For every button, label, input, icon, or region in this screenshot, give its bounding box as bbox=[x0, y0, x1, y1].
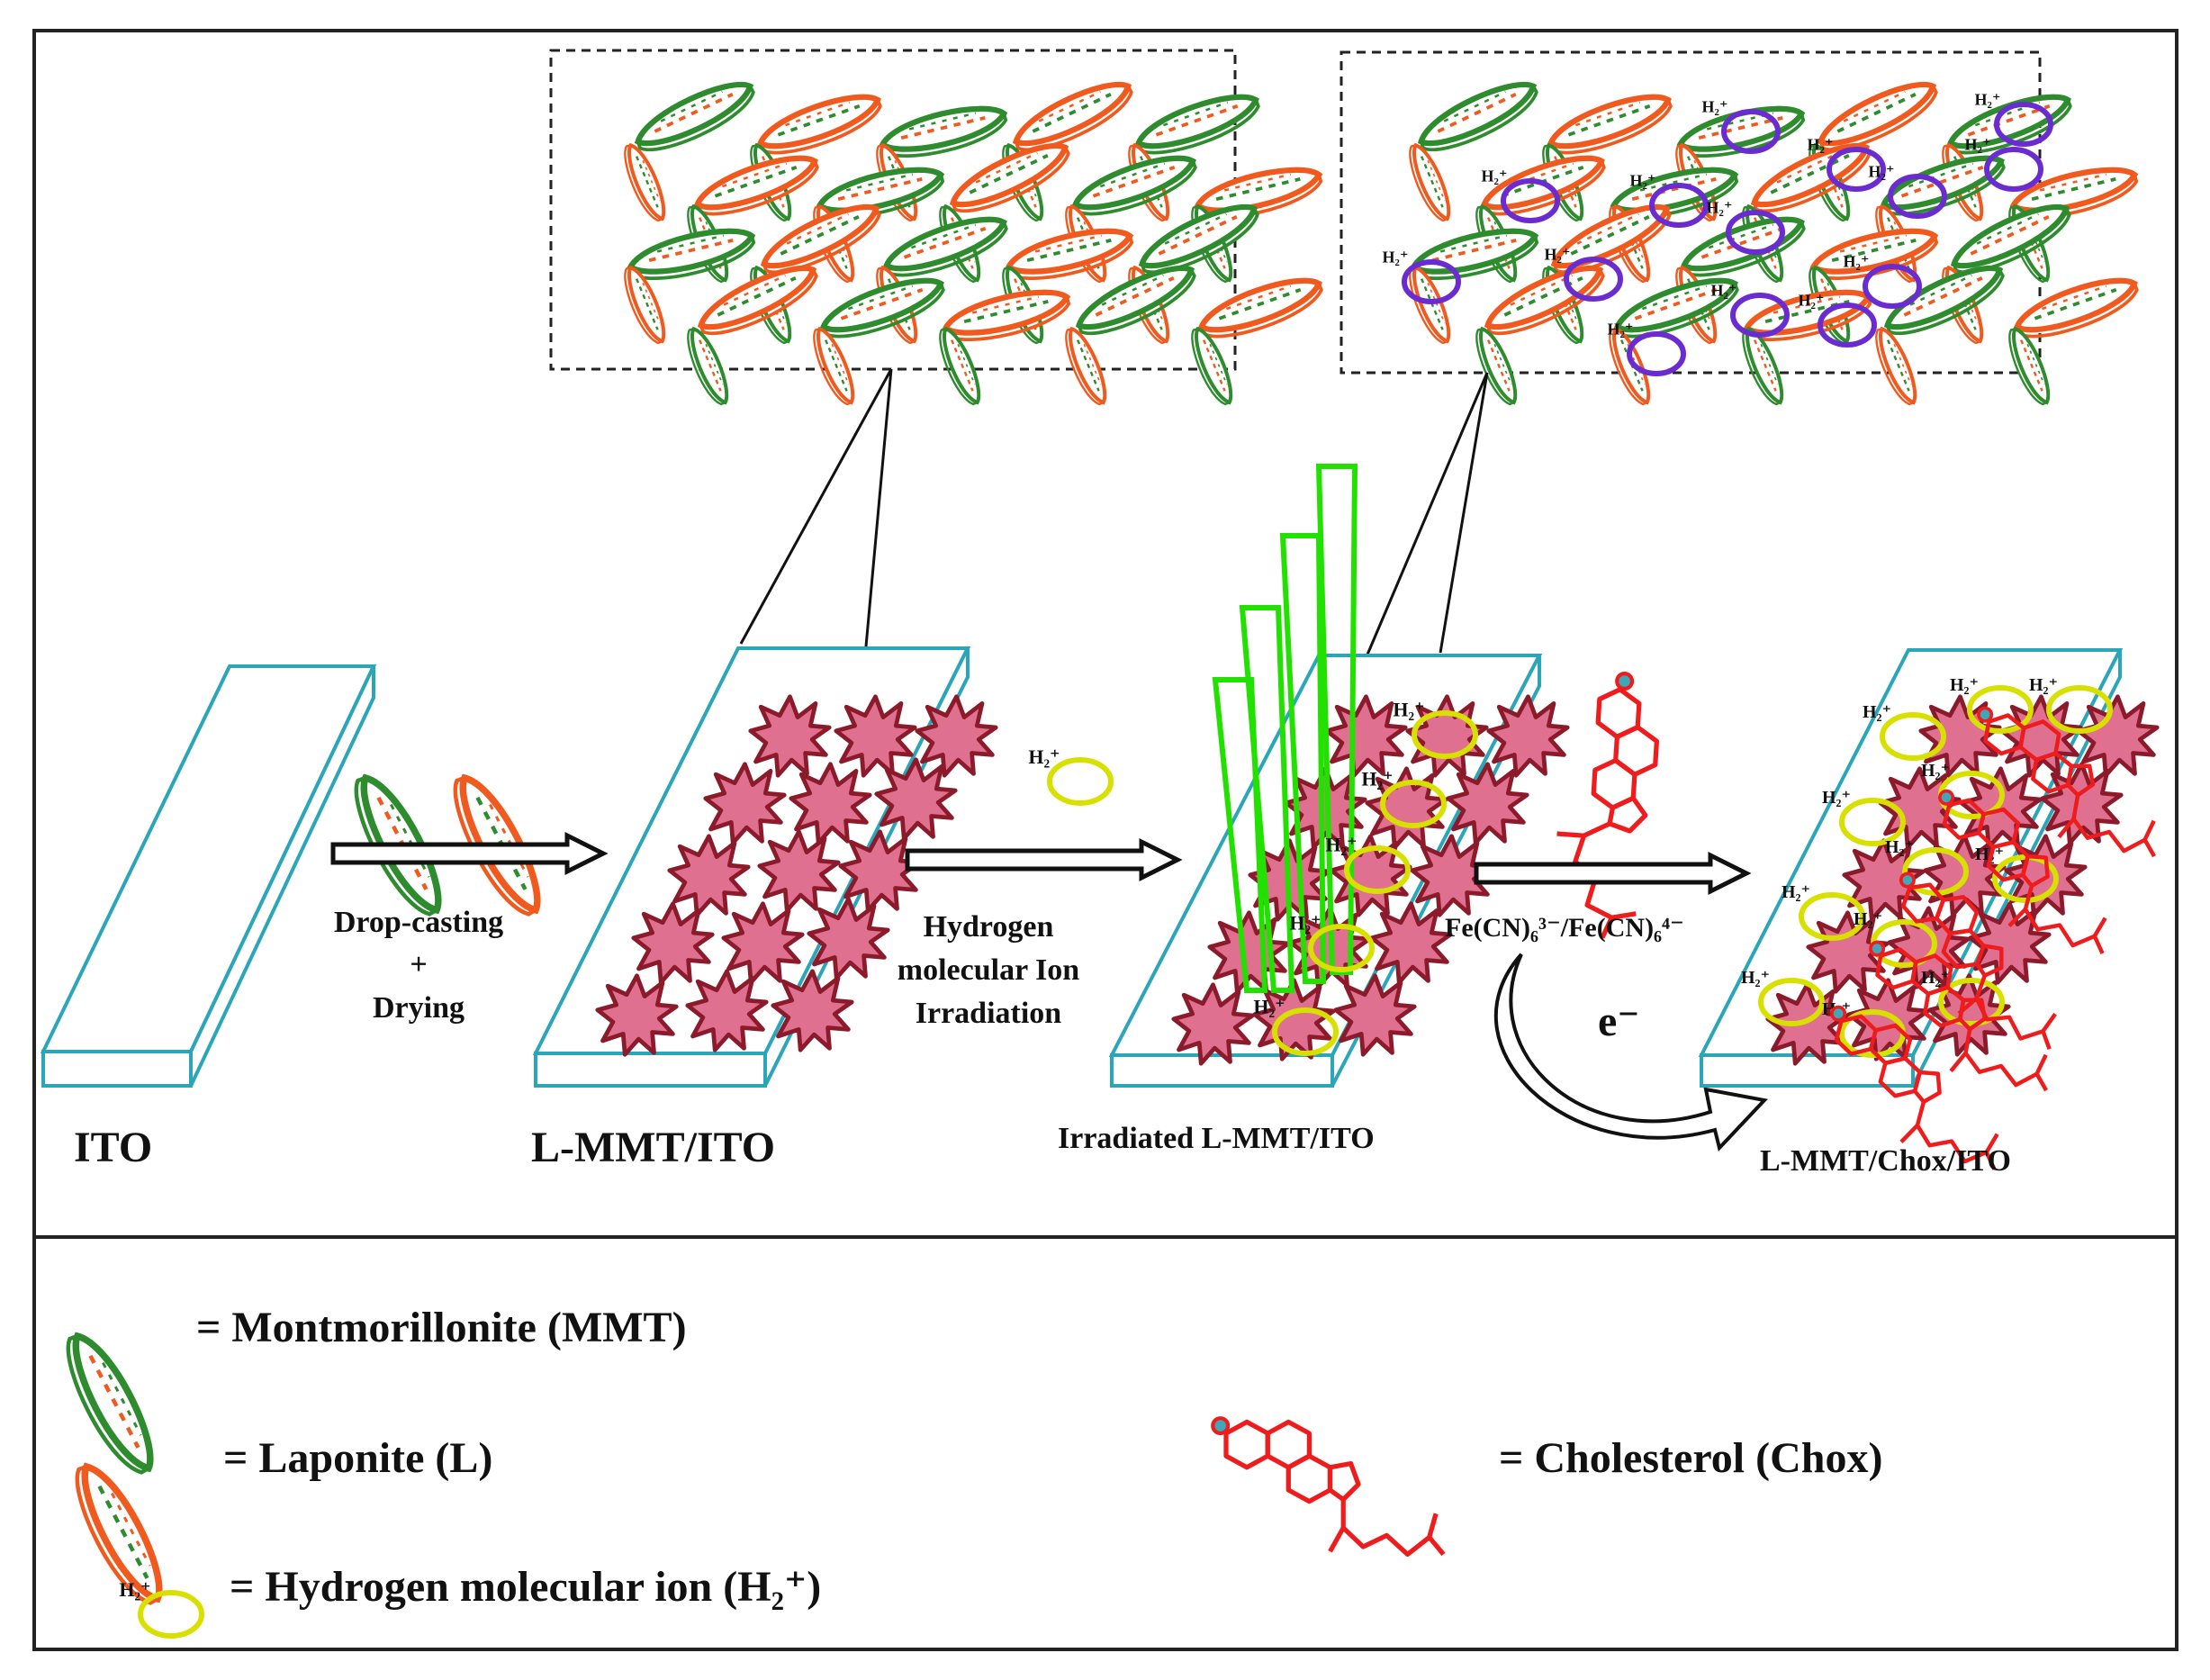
legend-mmt: = Montmorillonite (MMT) bbox=[196, 1304, 687, 1351]
mmt-disc-icon bbox=[1474, 325, 1520, 409]
mmt-legend-icon bbox=[61, 1325, 158, 1483]
ion-label: H₂⁺ bbox=[1921, 761, 1950, 781]
step-label-ito: ITO bbox=[74, 1124, 152, 1171]
lmmt-ito-electrode bbox=[532, 646, 996, 1088]
legend-hydrogen-ion: = Hydrogen molecular ion (H₂⁺) bbox=[230, 1563, 821, 1611]
legend-panel-frame bbox=[32, 1235, 2178, 1651]
star-grain-icon bbox=[2079, 697, 2157, 775]
step-label-lmmt-ito: L-MMT/ITO bbox=[531, 1124, 775, 1171]
star-grain-icon bbox=[917, 697, 996, 775]
laponite-disc-icon bbox=[622, 141, 668, 225]
ion-label: H₂⁺ bbox=[1707, 198, 1733, 216]
ion-label: H₂⁺ bbox=[1863, 702, 1891, 722]
ion-label: H₂⁺ bbox=[1630, 171, 1656, 189]
ion-label: H₂⁺ bbox=[1844, 252, 1870, 270]
cholesterol-molecule-icon bbox=[1505, 671, 1726, 937]
ion-label: H₂⁺ bbox=[1965, 135, 1991, 153]
ion-label: H₂⁺ bbox=[1545, 245, 1571, 263]
ion-label: H₂⁺ bbox=[1253, 996, 1285, 1018]
curved-arrow-icon bbox=[1493, 953, 1768, 1152]
ion-label: H₂⁺ bbox=[1854, 909, 1882, 929]
ion-legend-icon: H₂⁺ bbox=[119, 1578, 202, 1636]
mmt-disc-icon bbox=[937, 325, 983, 409]
ion-label: H₂⁺ bbox=[1782, 882, 1810, 902]
loose-ion: H₂⁺ bbox=[1028, 745, 1111, 803]
ion-beam bbox=[1212, 464, 1358, 993]
ion-label: H₂⁺ bbox=[2029, 675, 2058, 695]
cholesterol-legend-icon bbox=[1213, 1418, 1443, 1554]
beam-ray bbox=[1239, 605, 1295, 993]
mmt-disc-icon bbox=[628, 228, 757, 281]
arrow-label-drying: Drying bbox=[373, 991, 465, 1025]
ion-label: H₂⁺ bbox=[1975, 90, 2001, 108]
arrow-label-hydrogen-1: Hydrogen bbox=[924, 910, 1054, 944]
ion-label: H₂⁺ bbox=[1289, 912, 1321, 935]
ito-substrate bbox=[40, 664, 377, 1088]
laponite-disc-icon bbox=[622, 264, 668, 348]
laponite-disc-icon bbox=[1006, 228, 1135, 281]
mmt-disc-icon bbox=[1413, 78, 1545, 156]
beam-ray bbox=[1212, 677, 1268, 993]
mmt-disc-icon bbox=[1412, 228, 1540, 281]
arrow-icon bbox=[907, 842, 1177, 878]
irradiated-electrode: H₂⁺ H₂⁺ H₂⁺ H₂⁺ H₂⁺ bbox=[1108, 464, 1567, 1088]
arrow-label-hydrogen-2: molecular Ion bbox=[898, 953, 1080, 987]
ion-label: H₂⁺ bbox=[1950, 675, 1979, 695]
ion-label: H₂⁺ bbox=[1711, 281, 1737, 299]
laponite-disc-icon bbox=[1407, 141, 1453, 225]
legend-laponite: = Laponite (L) bbox=[223, 1434, 492, 1482]
arrow-label-plus: + bbox=[410, 948, 427, 981]
step-label-irradiated: Irradiated L-MMT/ITO bbox=[1058, 1122, 1375, 1155]
ion-label: H₂⁺ bbox=[1869, 162, 1895, 180]
mmt-disc-icon bbox=[630, 78, 762, 156]
mmt-disc-icon bbox=[685, 325, 731, 409]
svg-text:H₂⁺: H₂⁺ bbox=[1028, 745, 1060, 768]
arrow-label-drop-casting: Drop-casting bbox=[334, 906, 503, 939]
ion-label: H₂⁺ bbox=[1822, 788, 1851, 808]
ion-label: H₂⁺ bbox=[1799, 291, 1825, 309]
ion-label: H₂⁺ bbox=[1361, 768, 1393, 790]
beam-ray bbox=[1279, 533, 1327, 984]
ion-label: H₂⁺ bbox=[1325, 834, 1357, 856]
laponite-disc-icon bbox=[1063, 325, 1109, 409]
legend-cholesterol: = Cholesterol (Chox) bbox=[1499, 1434, 1882, 1482]
mmt-disc-icon bbox=[880, 105, 1009, 158]
arrow-label-hydrogen-3: Irradiation bbox=[916, 997, 1062, 1030]
ion-label: H₂⁺ bbox=[1702, 97, 1728, 115]
laponite-disc-icon bbox=[1873, 325, 1919, 409]
laponite-disc-icon bbox=[755, 92, 886, 158]
ion-label: H₂⁺ bbox=[1608, 320, 1634, 338]
ion-label: H₂⁺ bbox=[1482, 167, 1508, 185]
beam-ray bbox=[1315, 464, 1358, 975]
laponite-disc-icon bbox=[2012, 275, 2142, 341]
ion-label: H₂⁺ bbox=[1393, 699, 1424, 721]
svg-text:H₂⁺: H₂⁺ bbox=[119, 1578, 150, 1601]
ion-label: H₂⁺ bbox=[1808, 135, 1834, 153]
laponite-disc-icon bbox=[1196, 275, 1327, 341]
laponite-disc-icon bbox=[1008, 78, 1140, 156]
laponite-disc-icon bbox=[1407, 264, 1453, 348]
ion-label: H₂⁺ bbox=[1741, 968, 1770, 988]
ion-ring-icon bbox=[1865, 266, 1919, 306]
arrow-label-redox-probe: Fe(CN)₆³⁻/Fe(CN)₆⁴⁻ bbox=[1445, 913, 1684, 943]
ion-label: H₂⁺ bbox=[1885, 837, 1914, 857]
arrow-label-electron: e⁻ bbox=[1598, 998, 1640, 1045]
ion-label: H₂⁺ bbox=[1921, 968, 1950, 988]
laponite-disc-icon bbox=[943, 289, 1072, 342]
mmt-disc-icon bbox=[1133, 92, 1264, 158]
lmmt-chox-ito-electrode: H₂⁺H₂⁺H₂⁺H₂⁺H₂⁺H₂⁺H₂⁺H₂⁺H₂⁺H₂⁺H₂⁺H₂⁺ bbox=[1698, 648, 2175, 1170]
laponite-disc-icon bbox=[1546, 92, 1676, 158]
step-label-lmmt-chox-ito: L-MMT/Chox/ITO bbox=[1760, 1144, 2011, 1178]
arrow-icon bbox=[1476, 855, 1746, 891]
ion-label: H₂⁺ bbox=[1383, 248, 1409, 266]
